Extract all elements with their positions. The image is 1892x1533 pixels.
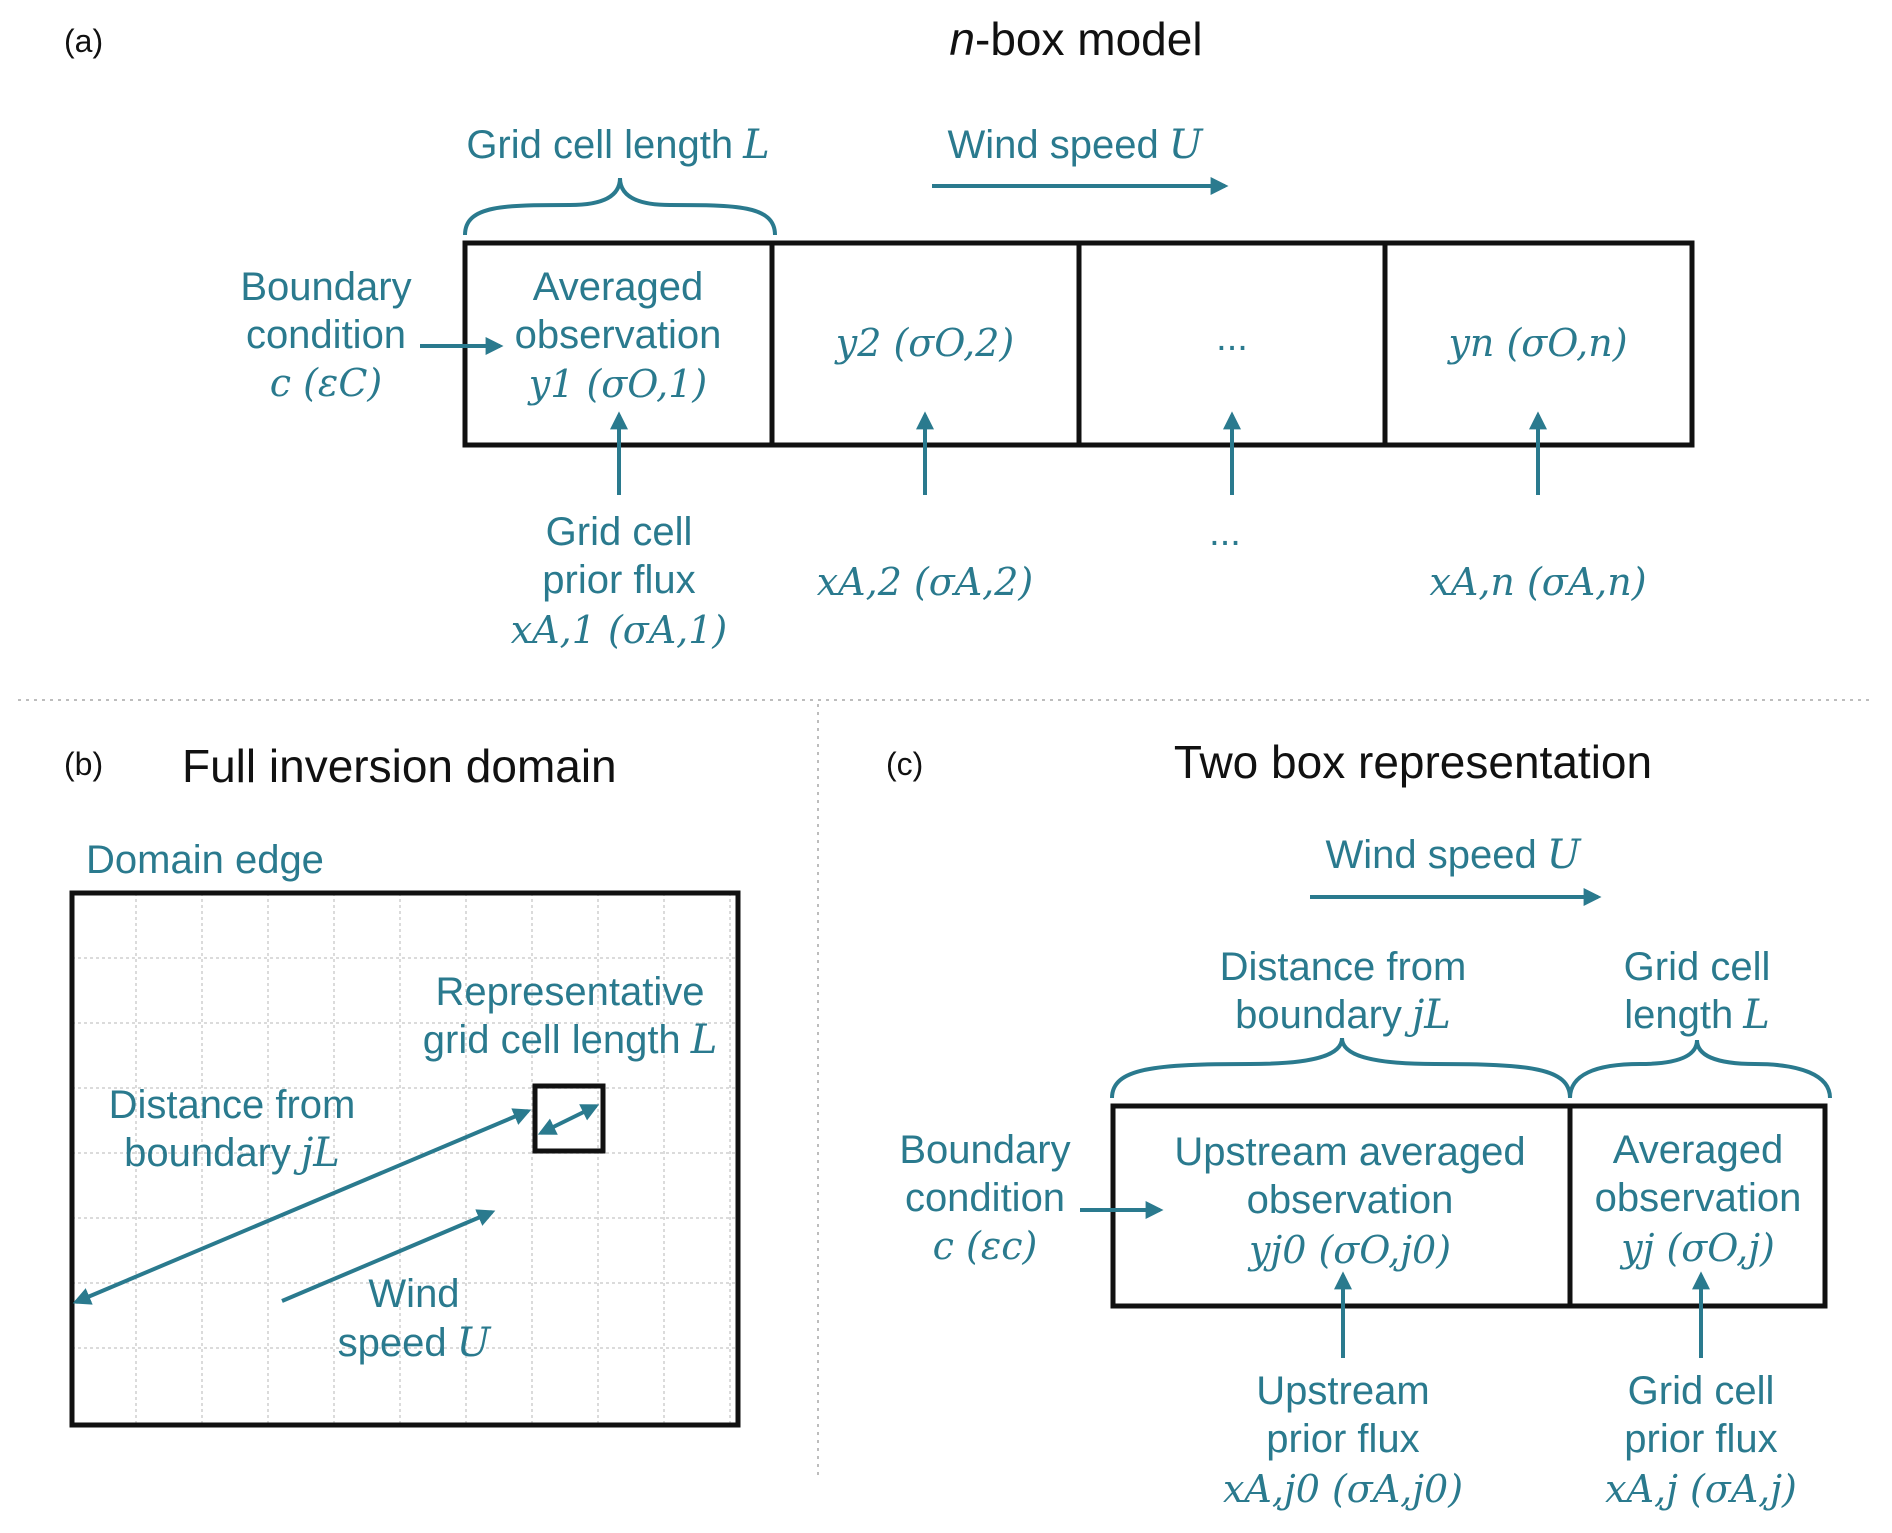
cell-box-label-2: observation bbox=[1595, 1176, 1802, 1220]
boundary-condition-label: Boundary bbox=[240, 265, 411, 309]
domain-edge-box bbox=[69, 890, 741, 1428]
cell-3-ellipsis: ... bbox=[1216, 317, 1248, 359]
upstream-flux-label-2: prior flux bbox=[1266, 1417, 1419, 1461]
distance-label-c: Distance from bbox=[1220, 945, 1467, 989]
panel-b-label: (b) bbox=[64, 746, 103, 782]
cell-flux-label-2: prior flux bbox=[1624, 1417, 1777, 1461]
upstream-flux-math: xA,j0 (σA,j0) bbox=[1223, 1467, 1463, 1511]
upstream-box-label: Upstream averaged bbox=[1174, 1130, 1525, 1174]
flux-1-label-2: prior flux bbox=[542, 558, 695, 602]
boundary-condition-label-c-2: condition bbox=[905, 1176, 1065, 1220]
domain-edge-label: Domain edge bbox=[86, 838, 324, 882]
distance-label: Distance from bbox=[109, 1083, 356, 1127]
grid-cell-brace bbox=[1568, 1039, 1832, 1099]
upstream-box-math: yj0 (σO,j0) bbox=[1247, 1228, 1451, 1272]
panel-c-label: (c) bbox=[886, 746, 923, 782]
panel-c-title: Two box representation bbox=[1174, 736, 1652, 788]
flux-2-math: xA,2 (σA,2) bbox=[817, 560, 1034, 604]
panel-a-label: (a) bbox=[64, 23, 103, 59]
panel-b: (b) Full inversion domain Domain edge bbox=[64, 740, 741, 1428]
cell-flux-label: Grid cell bbox=[1628, 1369, 1775, 1413]
distance-brace bbox=[1110, 1037, 1572, 1099]
grid-cell-length-brace bbox=[463, 177, 777, 236]
upstream-flux-label: Upstream bbox=[1256, 1369, 1429, 1413]
distance-from-boundary-arrow bbox=[72, 1108, 532, 1305]
representative-label: Representative bbox=[435, 970, 704, 1014]
flux-n-math: xA,n (σA,n) bbox=[1429, 560, 1646, 604]
wind-arrow bbox=[281, 1209, 496, 1303]
wind-label: Wind bbox=[368, 1272, 459, 1316]
cell-2-math: y2 (σO,2) bbox=[834, 321, 1015, 365]
boundary-condition-label-c: Boundary bbox=[899, 1128, 1070, 1172]
grid-cell-label-c: Grid cell bbox=[1624, 945, 1771, 989]
flux-3-ellipsis: ... bbox=[1209, 512, 1241, 554]
cell-flux-math: xA,j (σA,j) bbox=[1605, 1467, 1797, 1511]
upstream-box-label-2: observation bbox=[1247, 1178, 1454, 1222]
panel-a-title: n-box model bbox=[949, 13, 1202, 65]
cell-1-math: y1 (σO,1) bbox=[527, 362, 708, 406]
cell-1-label: Averaged bbox=[533, 265, 704, 309]
panel-b-title: Full inversion domain bbox=[182, 740, 617, 792]
two-box-row bbox=[1110, 1103, 1828, 1309]
boundary-condition-math: c (εC) bbox=[270, 361, 382, 405]
cell-1-label-2: observation bbox=[515, 313, 722, 357]
representative-cell bbox=[532, 1083, 606, 1154]
cell-n-math: yn (σO,n) bbox=[1446, 321, 1627, 365]
flux-1-math: xA,1 (σA,1) bbox=[511, 608, 728, 652]
cell-box-label: Averaged bbox=[1613, 1128, 1784, 1172]
cell-box-math: yj (σO,j) bbox=[1619, 1226, 1775, 1270]
flux-1-label: Grid cell bbox=[546, 510, 693, 554]
representative-length-arrow bbox=[537, 1104, 600, 1135]
boundary-condition-math-c: c (εc) bbox=[933, 1224, 1038, 1268]
boundary-condition-label-2: condition bbox=[246, 313, 406, 357]
